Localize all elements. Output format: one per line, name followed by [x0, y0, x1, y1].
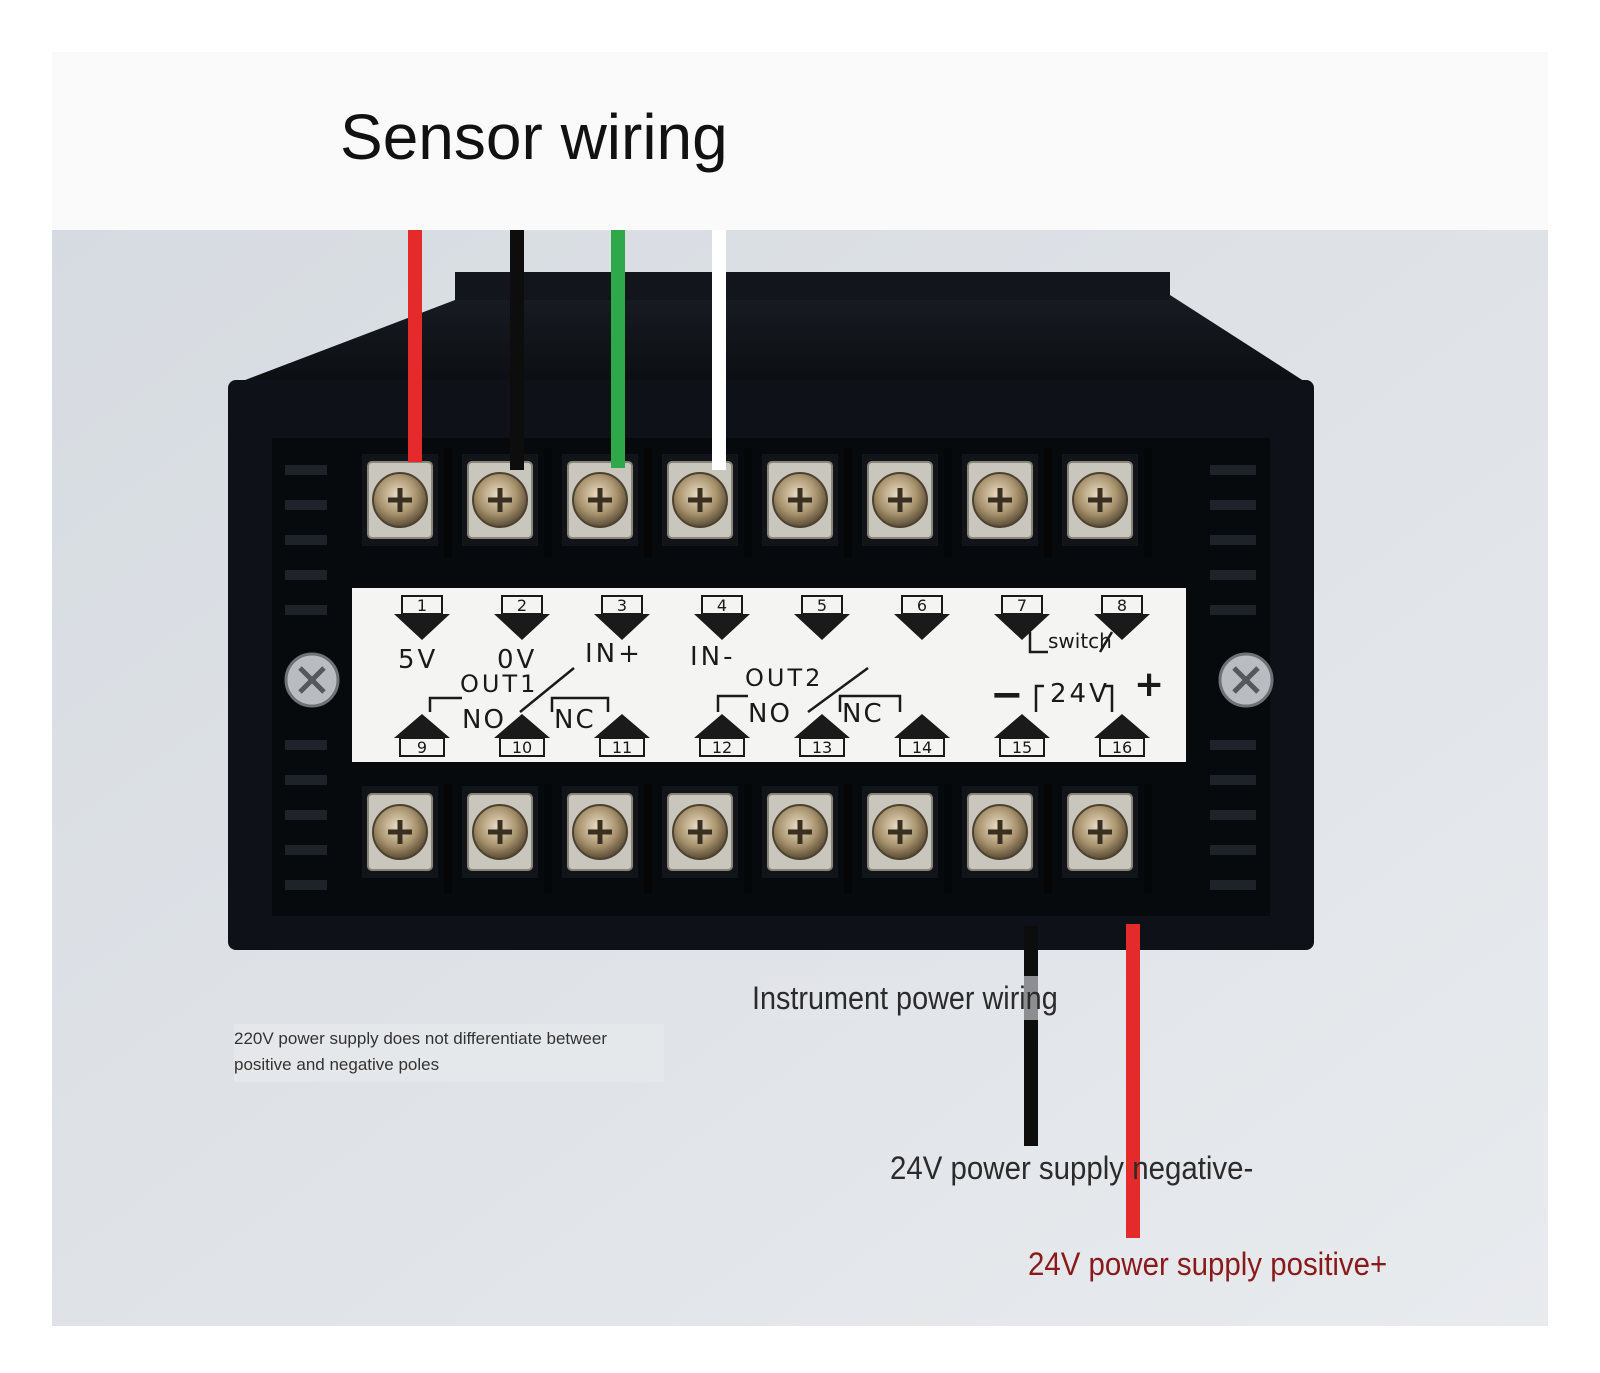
black-sensor-wire [510, 230, 524, 470]
bottom-number-12: 12 [712, 738, 732, 757]
top-number-5: 5 [817, 596, 827, 615]
bottom-number-tag-13: 13 [794, 714, 850, 757]
label-0v: 0V [497, 645, 537, 675]
bottom-terminal-13 [762, 786, 838, 878]
label-5v: 5V [398, 645, 438, 675]
bottom-number-9: 9 [417, 738, 427, 757]
top-number-tag-1: 1 [394, 595, 450, 640]
bottom-terminal-9 [362, 786, 438, 878]
label-out2-nc: NC [842, 699, 884, 729]
bottom-number-14: 14 [912, 738, 932, 757]
white-sensor-wire [712, 230, 726, 470]
label-in-plus: IN+ [585, 639, 643, 669]
bottom-terminal-16 [1062, 786, 1138, 878]
top-terminal-4 [662, 454, 738, 546]
top-terminal-2 [462, 454, 538, 546]
bottom-number-15: 15 [1012, 738, 1032, 757]
bottom-terminal-row [362, 784, 1152, 894]
label-out1: OUT1 [460, 670, 538, 698]
220v-note: 220V power supply does not differentiate… [234, 1026, 674, 1078]
bottom-number-10: 10 [512, 738, 532, 757]
top-terminal-row [362, 448, 1152, 558]
terminal-label-panel [352, 588, 1186, 762]
top-number-3: 3 [617, 596, 627, 615]
instrument-power-wiring-label: Instrument power wiring [752, 980, 1058, 1016]
top-terminal-1 [362, 454, 438, 546]
black-power-wire [1024, 926, 1038, 1146]
label-24v: 24V [1050, 679, 1110, 709]
red-power-wire [1126, 924, 1140, 1238]
label-plus: + [1134, 664, 1164, 705]
top-terminal-7 [962, 454, 1038, 546]
bottom-number-tag-15: 15 [994, 714, 1050, 757]
bottom-number-11: 11 [612, 738, 632, 757]
bottom-terminal-labels: 9 10 11 12 13 14 15 16 [394, 714, 1150, 757]
top-number-tag-2: 2 [494, 595, 550, 640]
label-out2-no: NO [748, 699, 792, 729]
220v-note-line2: positive and negative poles [234, 1055, 440, 1074]
label-in-minus: IN- [690, 642, 736, 672]
top-number-2: 2 [517, 596, 527, 615]
top-number-4: 4 [717, 596, 727, 615]
24v-negative-label: 24V power supply negative- [890, 1150, 1254, 1186]
label-minus: − [990, 672, 1024, 718]
top-number-tag-4: 4 [694, 595, 750, 640]
bottom-terminal-15 [962, 786, 1038, 878]
top-number-tag-8: 8 [1094, 595, 1150, 640]
24v-positive-label: 24V power supply positive+ [1028, 1246, 1388, 1282]
sensor-wiring-heading: Sensor wiring [340, 101, 728, 173]
red-sensor-wire [408, 230, 422, 462]
top-number-8: 8 [1117, 596, 1127, 615]
bottom-number-13: 13 [812, 738, 832, 757]
out2-relay-symbol [716, 666, 902, 714]
label-out1-no: NO [462, 705, 506, 735]
top-terminal-3 [562, 454, 638, 546]
220v-note-line1: 220V power supply does not differentiate… [234, 1029, 607, 1048]
top-terminal-6 [862, 454, 938, 546]
bottom-number-tag-10: 10 [494, 714, 550, 757]
bottom-terminal-14 [862, 786, 938, 878]
top-number-1: 1 [417, 596, 427, 615]
bottom-terminal-10 [462, 786, 538, 878]
bottom-terminal-12 [662, 786, 738, 878]
top-number-tag-5: 5 [794, 595, 850, 640]
label-out1-nc: NC [554, 705, 596, 735]
top-terminal-5 [762, 454, 838, 546]
bottom-number-tag-9: 9 [394, 714, 450, 757]
label-out2: OUT2 [745, 664, 823, 692]
green-sensor-wire [611, 230, 625, 468]
top-terminal-8 [1062, 454, 1138, 546]
top-number-tag-7: 7 [994, 595, 1050, 640]
top-number-tag-6: 6 [894, 595, 950, 640]
bottom-terminal-11 [562, 786, 638, 878]
bottom-number-tag-12: 12 [694, 714, 750, 757]
bottom-number-tag-14: 14 [894, 714, 950, 757]
bottom-number-16: 16 [1112, 738, 1132, 757]
switch-symbol [1028, 631, 1114, 654]
left-vents [285, 465, 327, 890]
right-vents [1210, 465, 1256, 890]
top-terminal-labels: 1 2 3 4 5 6 7 8 [394, 595, 1150, 640]
bottom-number-tag-16: 16 [1094, 714, 1150, 757]
top-number-6: 6 [917, 596, 927, 615]
24v-bracket [1034, 684, 1114, 712]
top-number-7: 7 [1017, 596, 1027, 615]
top-number-tag-3: 3 [594, 595, 650, 640]
out1-relay-symbol [428, 667, 610, 713]
enclosure-top [232, 275, 1310, 385]
bottom-number-tag-11: 11 [594, 714, 650, 757]
header-band [52, 52, 1548, 230]
